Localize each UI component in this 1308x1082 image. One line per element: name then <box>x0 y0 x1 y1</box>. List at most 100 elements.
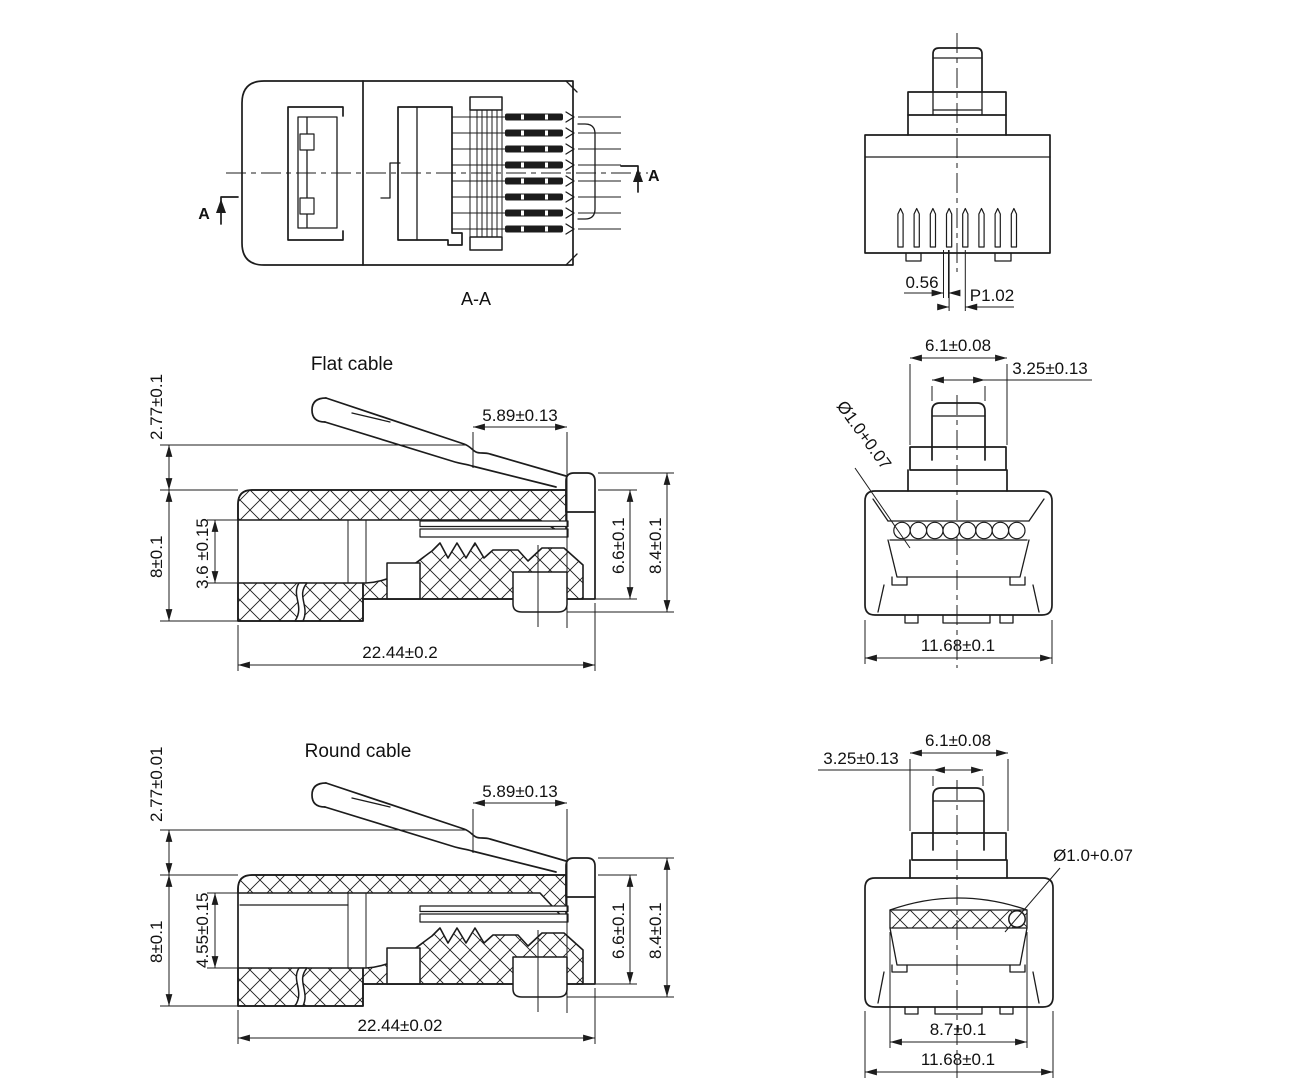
section-label-a-left: A <box>198 206 210 223</box>
corner-break-marks <box>565 80 578 266</box>
latch-wide-tab <box>909 446 1007 471</box>
total-height-label: 8.4±0.1 <box>646 902 665 959</box>
flat-cable-title: Flat cable <box>311 354 393 375</box>
hatch-cable-band <box>889 909 1028 929</box>
round-cable-side-view: Round cable 2.77±0.01 8±0.1 <box>147 741 674 1044</box>
mating-profile <box>577 123 596 220</box>
dimension-cavity-width: 8.7±0.1 <box>889 932 1028 1048</box>
cavity-height-label: 3.6 ±0.15 <box>193 518 212 589</box>
latch-height-label: 2.77±0.01 <box>147 746 166 822</box>
dimension-tab-width: 6.1±0.08 <box>909 731 1009 831</box>
inner-wall-lines <box>347 520 367 583</box>
dimension-contact-offset: 5.89±0.13 <box>472 406 568 628</box>
dimension-pin-pitch: P1.02 <box>937 286 1014 311</box>
strain-relief-foot <box>512 571 568 613</box>
dimension-body-width: 11.68±0.1 <box>864 620 1053 664</box>
contacts-and-wires <box>452 111 621 235</box>
centerline-jog <box>380 162 401 199</box>
body-outline <box>864 134 1051 254</box>
contact-blade-lower <box>419 913 569 923</box>
total-height-label: 8.4±0.1 <box>646 517 665 574</box>
dimension-wire-diameter: Ø1.0+0.07 <box>1004 846 1133 933</box>
latch-shoulder <box>909 859 1008 879</box>
wire-holes <box>893 521 1026 540</box>
body-outline <box>864 877 1054 1008</box>
latch-wide-tab <box>907 91 1007 116</box>
round-cable-title: Round cable <box>305 741 412 762</box>
inner-chamfers <box>872 498 1045 522</box>
wire-diameter-label: Ø1.0+0.07 <box>1053 846 1133 865</box>
body-height-label: 8±0.1 <box>147 921 166 963</box>
round-rear-view: 6.1±0.08 3.25±0.13 Ø1.0+0.07 8.7±0.1 11.… <box>818 731 1133 1078</box>
side-notches <box>891 576 1026 586</box>
connector-body-outline <box>241 80 574 266</box>
body-width-label: 11.68±0.1 <box>921 636 995 655</box>
latch-arm <box>311 397 567 488</box>
contact-blade-upper <box>419 520 569 528</box>
section-cut-marker-right: A <box>620 165 660 193</box>
latch-shoulder <box>907 114 1007 136</box>
flat-rear-view: 6.1±0.08 3.25±0.13 Ø1.0+0.07 11.68±0.1 <box>833 336 1092 668</box>
latch-shoulder <box>907 469 1008 492</box>
body-outline <box>864 490 1053 616</box>
wire-row-lines <box>887 520 1030 541</box>
dimension-length: 22.44±0.02 <box>237 988 596 1044</box>
rear-hook-block <box>565 472 596 513</box>
dimension-cavity-height: 3.6 ±0.15 <box>193 518 320 589</box>
cavity-taper <box>887 539 1030 578</box>
flat-cable-side-view: Flat cable 2.77±0.1 8±0.1 <box>147 354 674 671</box>
latch-width-label: 3.25±0.13 <box>1012 359 1088 378</box>
dimension-contact-offset: 5.89±0.13 <box>472 782 568 1013</box>
pin-pitch-label: P1.02 <box>970 286 1014 305</box>
side-notches <box>891 964 1026 973</box>
contact-blade-lower <box>419 528 569 538</box>
latch-top-detail <box>287 106 344 241</box>
length-label: 22.44±0.02 <box>358 1016 443 1035</box>
tab-width-label: 6.1±0.08 <box>925 336 991 355</box>
cavity-height-label: 4.55±0.15 <box>193 892 212 968</box>
dimension-cavity-height: 4.55±0.15 <box>193 892 320 969</box>
section-title: A-A <box>461 289 491 309</box>
dimension-rear-height: 6.6±0.1 <box>583 489 637 600</box>
lower-flares <box>877 584 1040 613</box>
dimension-body-width: 11.68±0.1 <box>864 1011 1054 1078</box>
dimension-pin-width: 0.56 <box>904 250 966 311</box>
mounting-feet <box>905 252 1012 262</box>
inner-notch <box>386 947 421 985</box>
rear-height-label: 6.6±0.1 <box>609 517 628 574</box>
strain-relief-foot <box>512 956 568 998</box>
contact-pins <box>897 207 1018 248</box>
lower-flares <box>877 971 1040 1004</box>
tab-width-label: 6.1±0.08 <box>925 731 991 750</box>
section-view-aa: A A A-A <box>198 80 660 309</box>
section-label-a-right: A <box>648 168 660 185</box>
dimension-latch-width: 3.25±0.13 <box>931 359 1092 401</box>
contact-block <box>469 96 503 251</box>
rear-height-label: 6.6±0.1 <box>609 902 628 959</box>
latch-arm <box>311 782 567 873</box>
dimension-total-height: 8.4±0.1 <box>567 857 674 998</box>
dimension-latch-width: 3.25±0.13 <box>818 749 984 786</box>
dimension-total-height: 8.4±0.1 <box>567 472 674 613</box>
inner-wall-lines <box>347 893 367 968</box>
latch-height-label: 2.77±0.1 <box>147 374 166 440</box>
inner-notch <box>386 562 421 600</box>
rear-hook-block <box>565 857 596 898</box>
mounting-feet <box>904 614 1014 624</box>
latch-tab <box>932 47 983 93</box>
length-label: 22.44±0.2 <box>362 643 438 662</box>
cable-dome-arc <box>889 897 1028 911</box>
contact-blade-upper <box>419 905 569 913</box>
body-width-label: 11.68±0.1 <box>921 1050 995 1069</box>
dimension-rear-height: 6.6±0.1 <box>583 874 637 985</box>
latch-tab <box>932 787 985 851</box>
dimension-latch-height: 2.77±0.01 <box>147 746 467 876</box>
dimension-tab-width: 6.1±0.08 <box>909 336 1008 445</box>
dimension-body-height: 8±0.1 <box>147 875 238 1007</box>
dimension-latch-height: 2.77±0.1 <box>147 374 467 491</box>
body-height-label: 8±0.1 <box>147 536 166 578</box>
front-view: 0.56 P1.02 <box>864 33 1051 311</box>
middle-block <box>397 106 463 246</box>
pin-width-label: 0.56 <box>905 273 938 292</box>
